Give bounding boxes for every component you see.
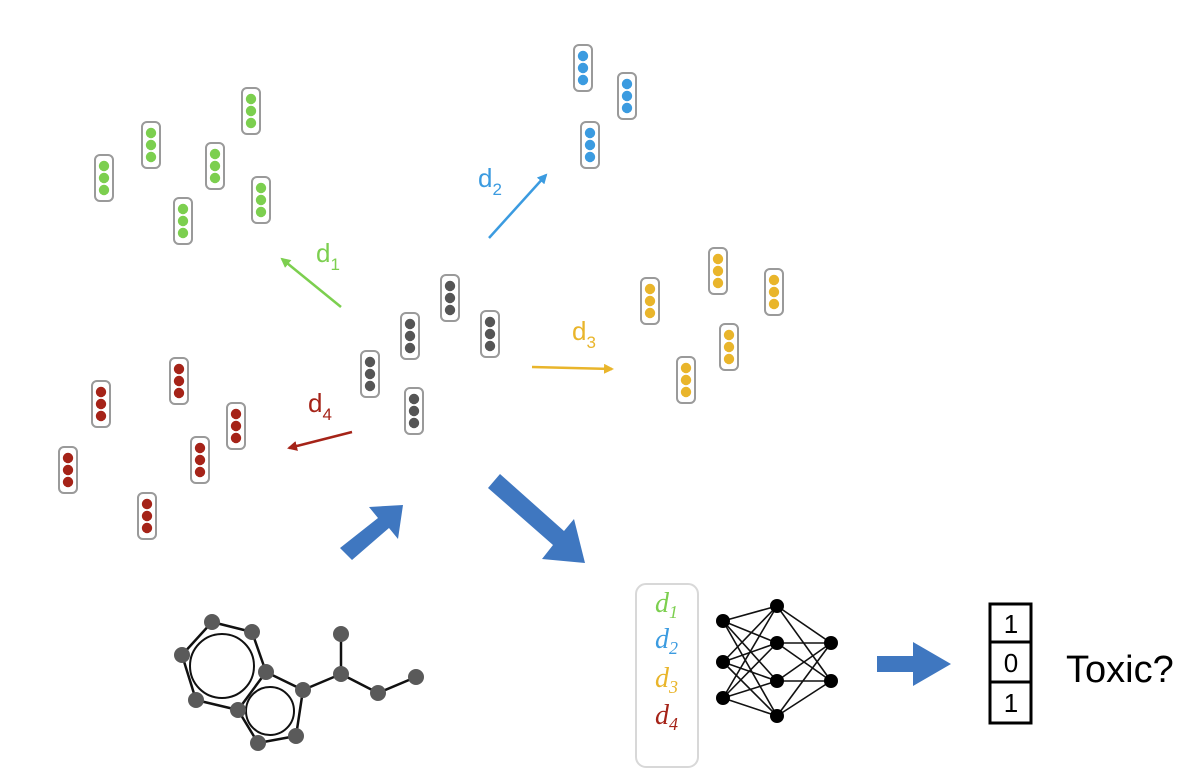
nn-node (770, 599, 784, 613)
nn-node (716, 614, 730, 628)
descriptor-vector-d2 (580, 121, 600, 169)
d2-direction-arrow (488, 173, 548, 239)
descriptor-cluster-d4 (58, 357, 246, 540)
descriptor-vector-d3 (719, 323, 739, 371)
descriptor-vector-d1 (173, 197, 193, 245)
descriptor-vector-d3 (708, 247, 728, 295)
descriptor-vector-d1 (205, 142, 225, 190)
feature-vector-box: d1 d2 d3 d4 (635, 583, 699, 768)
output-vector: 1 0 1 (988, 602, 1033, 725)
molecule-structure (174, 614, 424, 751)
descriptor-vector-d4 (169, 357, 189, 405)
nn-node (824, 636, 838, 650)
model-to-output-arrow (877, 642, 951, 686)
output-value-3: 1 (1004, 688, 1018, 718)
descriptor-vector-d1 (94, 154, 114, 202)
d1-direction-arrow (280, 257, 342, 308)
descriptor-vector-center (360, 350, 380, 398)
descriptor-vector-d4 (226, 402, 246, 450)
d2-label: d2 (478, 163, 502, 199)
descriptor-vector-d3 (764, 268, 784, 316)
descriptor-vector-d2 (573, 44, 593, 92)
nn-node (716, 655, 730, 669)
d3-label: d3 (572, 316, 596, 352)
d4-direction-arrow (287, 430, 353, 451)
feature-d2: d2 (655, 624, 678, 658)
descriptor-vector-center (440, 274, 460, 322)
descriptor-vector-d1 (141, 121, 161, 169)
descriptor-vector-d4 (190, 436, 210, 484)
descriptor-cluster-d2 (573, 44, 637, 169)
descriptor-vector-d1 (251, 176, 271, 224)
nn-node (770, 709, 784, 723)
feature-d4: d4 (655, 700, 678, 734)
descriptor-cluster-d1 (94, 87, 271, 245)
d3-direction-arrow (531, 363, 614, 374)
descriptor-vector-center (480, 310, 500, 358)
neural-network (716, 599, 838, 723)
embedding-to-model-arrow (488, 474, 585, 563)
output-value-1: 1 (1004, 609, 1018, 639)
descriptor-vector-center (404, 387, 424, 435)
toxic-question-label: Toxic? (1066, 649, 1174, 691)
feature-d3: d3 (655, 663, 678, 697)
descriptor-cluster-d3 (640, 247, 784, 404)
embedding-cluster-center (360, 274, 500, 435)
nn-node (770, 674, 784, 688)
descriptor-vector-d3 (640, 277, 660, 325)
feature-d1: d1 (655, 588, 678, 622)
descriptor-vector-center (400, 312, 420, 360)
d4-label: d4 (308, 388, 332, 424)
descriptor-vector-d3 (676, 356, 696, 404)
descriptor-vector-d2 (617, 72, 637, 120)
descriptor-vector-d1 (241, 87, 261, 135)
descriptor-vector-d4 (58, 446, 78, 494)
nn-node (716, 691, 730, 705)
d1-label: d1 (316, 238, 340, 274)
nn-node (770, 636, 784, 650)
nn-node (824, 674, 838, 688)
descriptor-vector-d4 (137, 492, 157, 540)
descriptor-vector-d4 (91, 380, 111, 428)
output-value-2: 0 (1004, 648, 1018, 678)
molecule-to-embedding-arrow (340, 505, 403, 560)
